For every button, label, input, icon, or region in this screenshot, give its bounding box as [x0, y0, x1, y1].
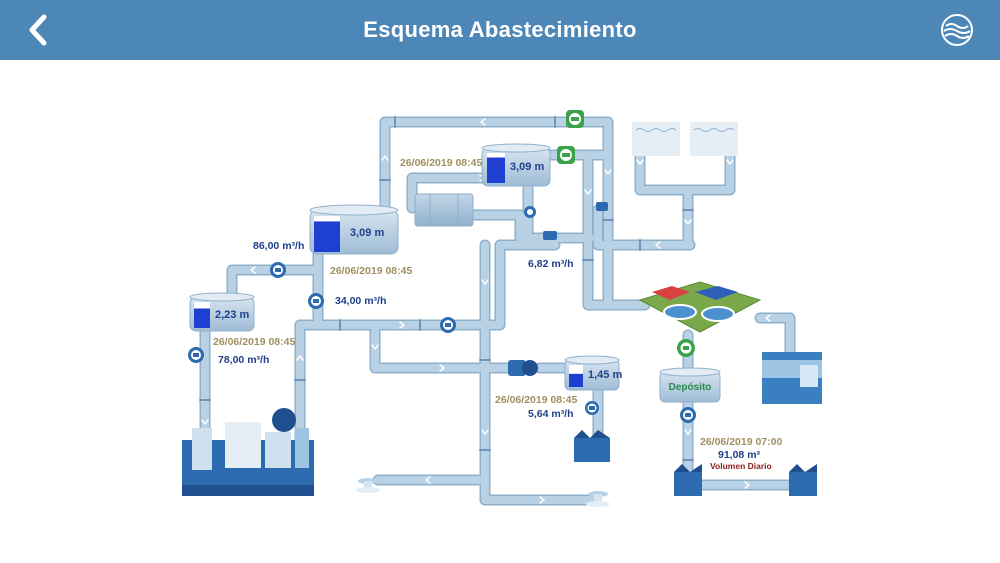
water-waves-logo-icon	[941, 14, 973, 46]
filter-block	[414, 193, 474, 227]
water-intake[interactable]	[762, 352, 822, 404]
deposit-date: 26/06/2019 07:00	[700, 436, 782, 448]
flow-meter-blue-icon[interactable]	[308, 293, 324, 309]
logo-button[interactable]	[940, 13, 974, 47]
tank-right[interactable]	[564, 355, 620, 391]
mid-flow: 6,82 m³/h	[528, 258, 574, 270]
tank-left-outflow: 78,00 m³/h	[218, 354, 269, 366]
main-outflow: 34,00 m³/h	[335, 295, 386, 307]
flow-meter-green-icon[interactable]	[566, 110, 584, 128]
tank-main-inflow: 86,00 m³/h	[253, 240, 304, 252]
counter-icon[interactable]	[543, 231, 557, 240]
flow-meter-green-icon[interactable]	[677, 339, 695, 357]
tank-top-level: 3,09 m	[510, 161, 544, 173]
tank-main-level: 3,09 m	[350, 227, 384, 239]
pipe-network	[199, 116, 806, 506]
tank-right-date: 26/06/2019 08:45	[495, 394, 577, 406]
village-consumer[interactable]	[789, 464, 817, 496]
pump-icon[interactable]	[508, 360, 538, 376]
tank-left-level-fill	[194, 308, 210, 328]
city-consumer[interactable]	[182, 408, 314, 496]
fountain-icon[interactable]	[356, 478, 380, 493]
flow-meter-blue-icon[interactable]	[270, 262, 286, 278]
flow-meter-blue-icon[interactable]	[680, 407, 696, 423]
tank-top[interactable]	[481, 143, 551, 187]
tank-main-level-fill	[314, 221, 340, 252]
tank-top-date: 26/06/2019 08:45	[400, 157, 482, 169]
tank-right-outflow: 5,64 m³/h	[528, 408, 574, 420]
treatment-plant[interactable]	[638, 281, 762, 333]
fountain-icon[interactable]	[586, 491, 610, 507]
header-bar: Esquema Abastecimiento	[0, 0, 1000, 60]
flow-meter-blue-icon[interactable]	[440, 317, 456, 333]
deposit-volume-label: Volumen Diario	[710, 461, 772, 471]
tank-left[interactable]	[189, 292, 255, 332]
chevron-left-icon	[29, 14, 47, 46]
deposit-label: Depósito	[669, 382, 712, 393]
tank-top-level-fill	[487, 157, 505, 183]
tank-right-level: 1,45 m	[588, 369, 622, 381]
tank-right-level-fill	[569, 373, 583, 387]
tank-main[interactable]	[309, 204, 399, 255]
village-consumer[interactable]	[574, 430, 610, 462]
counter-icon[interactable]	[596, 202, 608, 211]
tank-main-date: 26/06/2019 08:45	[330, 265, 412, 277]
supply-scheme-diagram: 3,09 m 26/06/2019 08:45 3,09 m 86,00 m³/…	[182, 110, 822, 507]
flow-meter-blue-icon[interactable]	[585, 401, 599, 415]
deposit-tank[interactable]	[659, 367, 721, 403]
village-consumer[interactable]	[674, 464, 702, 496]
raw-water-reservoirs	[632, 122, 738, 156]
tank-left-level: 2,23 m	[215, 309, 249, 321]
flow-meter-blue-icon[interactable]	[188, 347, 204, 363]
back-button[interactable]	[22, 12, 58, 48]
valve-icon[interactable]	[524, 206, 536, 218]
deposit-volume: 91,08 m³	[718, 449, 761, 461]
page-title: Esquema Abastecimiento	[363, 17, 637, 42]
flow-meter-green-icon[interactable]	[557, 146, 575, 164]
tank-left-date: 26/06/2019 08:45	[213, 336, 295, 348]
